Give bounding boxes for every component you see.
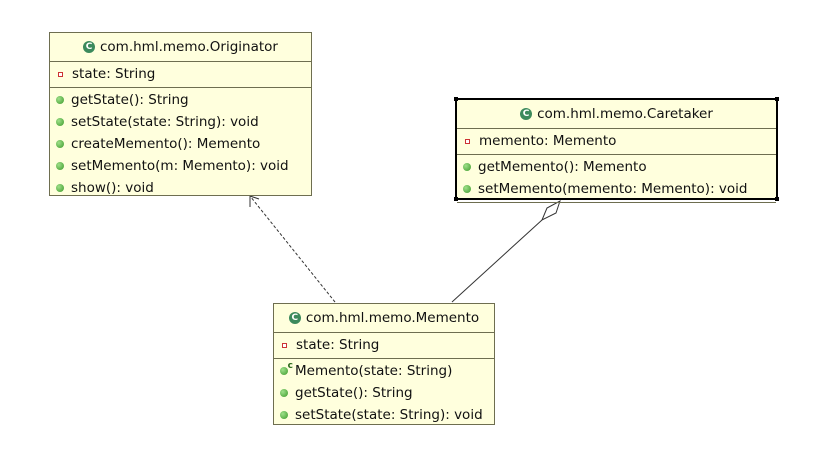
public-method-icon: [56, 118, 64, 126]
aggregation-relation[interactable]: [451, 199, 561, 303]
methods-section: Memento(state: String) getState(): Strin…: [274, 359, 494, 428]
method-text: show(): void: [71, 180, 154, 196]
method-text: getState(): String: [295, 385, 413, 401]
public-method-icon: [280, 389, 288, 397]
field-text: state: String: [72, 66, 156, 82]
constructor-icon: [280, 361, 293, 375]
field-row[interactable]: state: String: [274, 334, 494, 356]
field-row[interactable]: memento: Memento: [457, 130, 776, 152]
method-row[interactable]: getState(): String: [274, 382, 494, 404]
selection-handle[interactable]: [775, 197, 779, 201]
method-row[interactable]: setState(state: String): void: [50, 111, 311, 133]
method-row[interactable]: show(): void: [50, 177, 311, 199]
method-row[interactable]: setMemento(memento: Memento): void: [457, 178, 776, 200]
method-row[interactable]: getMemento(): Memento: [457, 156, 776, 178]
method-text: Memento(state: String): [295, 363, 453, 379]
class-name: com.hml.memo.Memento: [305, 310, 480, 326]
selection-handle[interactable]: [775, 97, 779, 101]
method-row[interactable]: setMemento(m: Memento): void: [50, 155, 311, 177]
class-icon: C: [83, 41, 95, 53]
fields-section: memento: Memento: [457, 129, 776, 155]
field-row[interactable]: state: String: [50, 63, 311, 85]
class-memento[interactable]: C com.hml.memo.Memento state: String Mem…: [273, 303, 495, 425]
public-method-icon: [280, 411, 288, 419]
selection-handle[interactable]: [454, 197, 458, 201]
methods-section: getMemento(): Memento setMemento(memento…: [457, 155, 776, 203]
method-row[interactable]: Memento(state: String): [274, 360, 494, 382]
fields-section: state: String: [274, 333, 494, 359]
class-icon: C: [288, 312, 301, 324]
class-originator[interactable]: C com.hml.memo.Originator state: String …: [49, 32, 312, 196]
public-method-icon: [463, 185, 471, 193]
selection-handle[interactable]: [454, 97, 458, 101]
method-text: setMemento(memento: Memento): void: [478, 181, 748, 197]
public-method-icon: [56, 184, 64, 192]
method-text: createMemento(): Memento: [71, 136, 261, 152]
class-icon: C: [520, 108, 533, 120]
public-method-icon: [463, 163, 471, 171]
public-method-icon: [56, 162, 64, 170]
class-name: com.hml.memo.Originator: [100, 39, 278, 55]
method-text: getMemento(): Memento: [478, 159, 647, 175]
field-text: memento: Memento: [479, 133, 617, 149]
private-field-icon: [58, 71, 63, 77]
public-method-icon: [56, 96, 64, 104]
method-row[interactable]: getState(): String: [50, 89, 311, 111]
method-row[interactable]: createMemento(): Memento: [50, 133, 311, 155]
class-caretaker[interactable]: C com.hml.memo.Caretaker memento: Mement…: [454, 97, 779, 203]
private-field-icon: [465, 138, 470, 144]
methods-section: getState(): String setState(state: Strin…: [50, 88, 311, 201]
private-field-icon: [282, 342, 287, 348]
field-text: state: String: [296, 337, 380, 353]
dependency-relation[interactable]: [249, 195, 336, 303]
method-text: setMemento(m: Memento): void: [71, 158, 289, 174]
class-header: C com.hml.memo.Originator: [50, 33, 311, 62]
method-text: setState(state: String): void: [295, 407, 483, 423]
fields-section: state: String: [50, 62, 311, 88]
public-method-icon: [56, 140, 64, 148]
method-text: getState(): String: [71, 92, 189, 108]
class-name: com.hml.memo.Caretaker: [537, 106, 713, 122]
method-text: setState(state: String): void: [71, 114, 259, 130]
class-header: C com.hml.memo.Caretaker: [457, 100, 776, 129]
method-row[interactable]: setState(state: String): void: [274, 404, 494, 426]
class-header: C com.hml.memo.Memento: [274, 304, 494, 333]
